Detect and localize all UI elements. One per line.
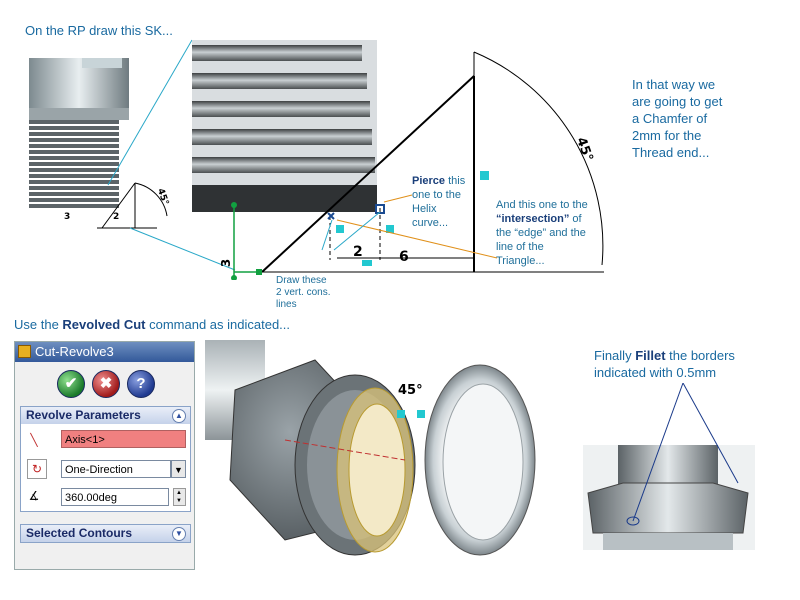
- draw-line2: 2 vert. cons.: [276, 287, 331, 298]
- pierce-line3: Helix: [412, 203, 437, 215]
- property-manager: Cut-Revolve3 ✔ ✖ ? Revolve Parameters ▲ …: [14, 341, 195, 570]
- angle-icon: ∡: [28, 489, 40, 503]
- direction-select[interactable]: One-Direction: [61, 460, 171, 478]
- revolve-heading-pre: Use the: [14, 317, 63, 332]
- intersection-bold: “intersection”: [496, 213, 570, 225]
- help-button[interactable]: ?: [127, 370, 155, 398]
- expand-icon[interactable]: ▼: [172, 527, 186, 541]
- revolve-heading-bold: Revolved Cut: [62, 317, 146, 332]
- revolve-heading-post: command as indicated...: [145, 317, 291, 332]
- draw-line3: lines: [276, 299, 297, 310]
- sketch-drawing: [192, 40, 604, 281]
- fillet-render-drawing: [583, 382, 755, 550]
- reverse-direction-icon[interactable]: ↻: [27, 459, 47, 479]
- dim-3: 3: [219, 258, 234, 268]
- revolve-parameters-group: Revolve Parameters ▲ ╲ Axis<1> ↻ One-Dir…: [20, 406, 191, 512]
- revolve-feature-icon: [18, 345, 31, 358]
- revolve-render-drawing: [205, 340, 536, 556]
- thread-thumbnail: [27, 58, 187, 233]
- fillet-render: [583, 382, 755, 550]
- fillet-line2: indicated with 0.5mm: [594, 365, 717, 380]
- selected-contours-header[interactable]: Selected Contours ▼: [21, 525, 190, 542]
- pierce-line1: this: [445, 175, 466, 187]
- intersection-line4: line of the: [496, 241, 544, 253]
- direction-dropdown-arrow[interactable]: ▼: [171, 460, 186, 478]
- revolve-heading: Use the Revolved Cut command as indicate…: [14, 317, 290, 332]
- intersection-line1: And this one to the: [496, 199, 588, 211]
- revolve-parameters-title: Revolve Parameters: [26, 408, 141, 422]
- intersection-note: And this one to the “intersection” of th…: [496, 198, 588, 268]
- small-dim-3: 3: [64, 212, 71, 222]
- angle-spinner[interactable]: ▲▼: [173, 488, 186, 506]
- revolve-parameters-header[interactable]: Revolve Parameters ▲: [21, 407, 190, 424]
- dim-6: 6: [399, 249, 409, 265]
- intersection-after: of: [569, 213, 582, 225]
- top-note: On the RP draw this SK...: [25, 23, 173, 38]
- right-note-line3: a Chamfer of: [632, 111, 708, 126]
- pierce-note: Pierce this one to the Helix curve...: [412, 174, 465, 230]
- dim-2: 2: [353, 244, 363, 260]
- fillet-pre: Finally: [594, 348, 636, 363]
- small-dim-2: 2: [113, 212, 120, 222]
- fillet-note: Finally Fillet the borders indicated wit…: [594, 347, 735, 381]
- cancel-button[interactable]: ✖: [92, 370, 120, 398]
- selected-contours-title: Selected Contours: [26, 526, 133, 540]
- pierce-line4: curve...: [412, 217, 449, 229]
- draw-line1: Draw these: [276, 275, 327, 286]
- render-angle-label: 45°: [398, 383, 423, 398]
- pm-title-bar: Cut-Revolve3: [15, 342, 194, 362]
- axis-icon: ╲: [30, 433, 38, 447]
- pierce-line2: one to the: [412, 189, 461, 201]
- thread-thumbnail-drawing: [29, 58, 168, 229]
- angle-field[interactable]: 360.00deg: [61, 488, 169, 506]
- fillet-post: the borders: [665, 348, 735, 363]
- right-note-line5: Thread end...: [632, 145, 710, 160]
- selected-contours-group: Selected Contours ▼: [20, 524, 191, 543]
- thread-teeth: [192, 45, 377, 212]
- revolve-render: [205, 340, 550, 570]
- pm-title: Cut-Revolve3: [35, 344, 114, 359]
- collapse-icon[interactable]: ▲: [172, 409, 186, 423]
- right-note-line2: are going to get: [632, 94, 723, 109]
- draw-note: Draw these 2 vert. cons. lines: [276, 275, 330, 311]
- right-note-line4: 2mm for the: [632, 128, 702, 143]
- sketch-detail: [192, 40, 612, 281]
- thread-rows: [29, 120, 119, 208]
- right-note-line1: In that way we: [632, 77, 716, 92]
- pierce-bold: Pierce: [412, 175, 446, 187]
- intersection-line5: Triangle...: [496, 255, 545, 267]
- ok-button[interactable]: ✔: [57, 370, 85, 398]
- intersection-line3: the “edge” and the: [496, 227, 586, 239]
- fillet-bold: Fillet: [635, 348, 666, 363]
- right-note: In that way we are going to get a Chamfe…: [632, 76, 722, 161]
- axis-field[interactable]: Axis<1>: [61, 430, 186, 448]
